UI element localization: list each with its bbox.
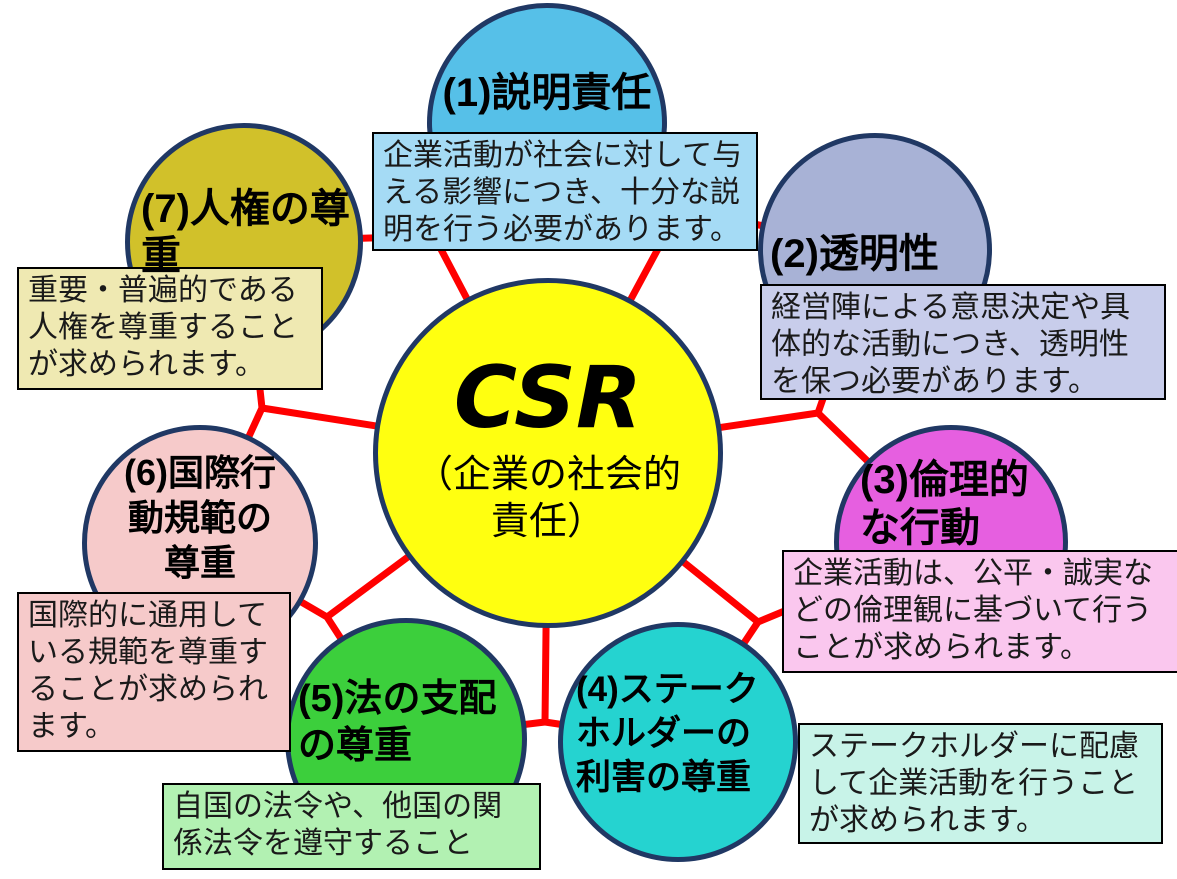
label-international-norms: (6)国際行 動規範の 尊重 [124, 452, 276, 583]
label-transparency: (2)透明性 [770, 232, 939, 276]
description-rule-of-law: 自国の法令や、他国の関 係法令を遵守すること [162, 783, 541, 870]
description-transparency: 経営陣による意思決定や具 体的な活動につき、透明性 を保つ必要があります。 [760, 284, 1166, 400]
description-ethical-behavior: 企業活動は、公平・誠実な どの倫理観に基づいて行う ことが求められます。 [782, 550, 1177, 673]
csr-subtitle: （企業の社会的 責任） [414, 454, 681, 543]
description-international-norms: 国際的に通用して いる規範を尊重す ることが求められ ます。 [17, 592, 291, 752]
circle-stakeholder-interests [558, 622, 798, 862]
csr-title: CSR [453, 348, 643, 448]
label-accountability: (1)説明責任 [442, 71, 652, 115]
description-stakeholder-interests: ステークホルダーに配慮 して企業活動を行うこと が求められます。 [798, 723, 1163, 844]
circle-csr-center [373, 278, 723, 628]
label-rule-of-law: (5)法の支配 の尊重 [298, 678, 497, 767]
label-ethical-behavior: (3)倫理的 な行動 [860, 458, 1029, 550]
description-human-rights: 重要・普遍的である 人権を尊重すること が求められます。 [17, 267, 323, 390]
label-human-rights: (7)人権の尊 重 [141, 187, 350, 278]
label-stakeholder-interests: (4)ステーク ホルダーの 利害の尊重 [576, 670, 759, 797]
description-accountability: 企業活動が社会に対して与 える影響につき、十分な説 明を行う必要があります。 [372, 132, 758, 251]
